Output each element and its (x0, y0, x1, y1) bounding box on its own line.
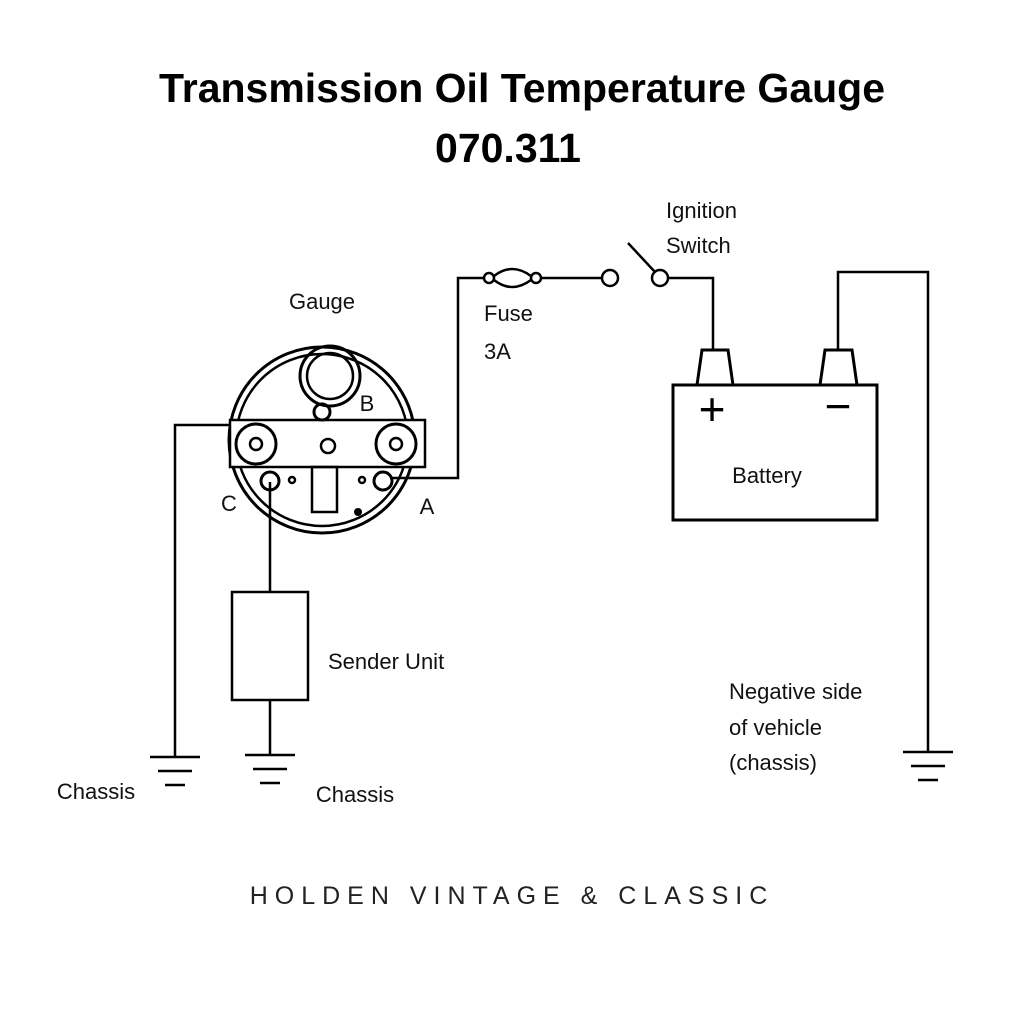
fuse-rating: 3A (484, 339, 511, 364)
ground-icon (903, 750, 953, 782)
title-line2: 070.311 (435, 125, 581, 171)
sender-unit-box (230, 590, 310, 702)
ground-icon (245, 753, 295, 785)
ground-icon (150, 755, 200, 787)
battery-label: Battery (732, 463, 802, 488)
terminal-b (312, 402, 332, 422)
terminal-a (372, 470, 394, 492)
gauge (227, 344, 427, 535)
negative-label-2: of vehicle (729, 715, 822, 740)
terminal-a-label: A (420, 494, 435, 519)
ignition-switch-icon (600, 242, 670, 288)
fuse-label: Fuse (484, 301, 533, 326)
negative-label-1: Negative side (729, 679, 862, 704)
fuse-icon (482, 267, 543, 289)
terminal-b-label: B (360, 391, 375, 416)
chassis-middle-label: Chassis (316, 782, 394, 807)
ignition-label-2: Switch (666, 233, 731, 258)
terminal-c (259, 470, 281, 492)
battery-plus: + (699, 383, 726, 435)
title-line1: Transmission Oil Temperature Gauge (159, 65, 885, 111)
gauge-label: Gauge (289, 289, 355, 314)
wires (173, 270, 930, 757)
sender-unit-label: Sender Unit (328, 649, 444, 674)
terminal-c-label: C (221, 491, 237, 516)
negative-label-3: (chassis) (729, 750, 817, 775)
ignition-label-1: Ignition (666, 198, 737, 223)
battery-icon (671, 348, 879, 522)
chassis-left-label: Chassis (57, 779, 135, 804)
footer-brand: HOLDEN VINTAGE & CLASSIC (250, 882, 775, 910)
battery-minus: − (825, 380, 852, 432)
